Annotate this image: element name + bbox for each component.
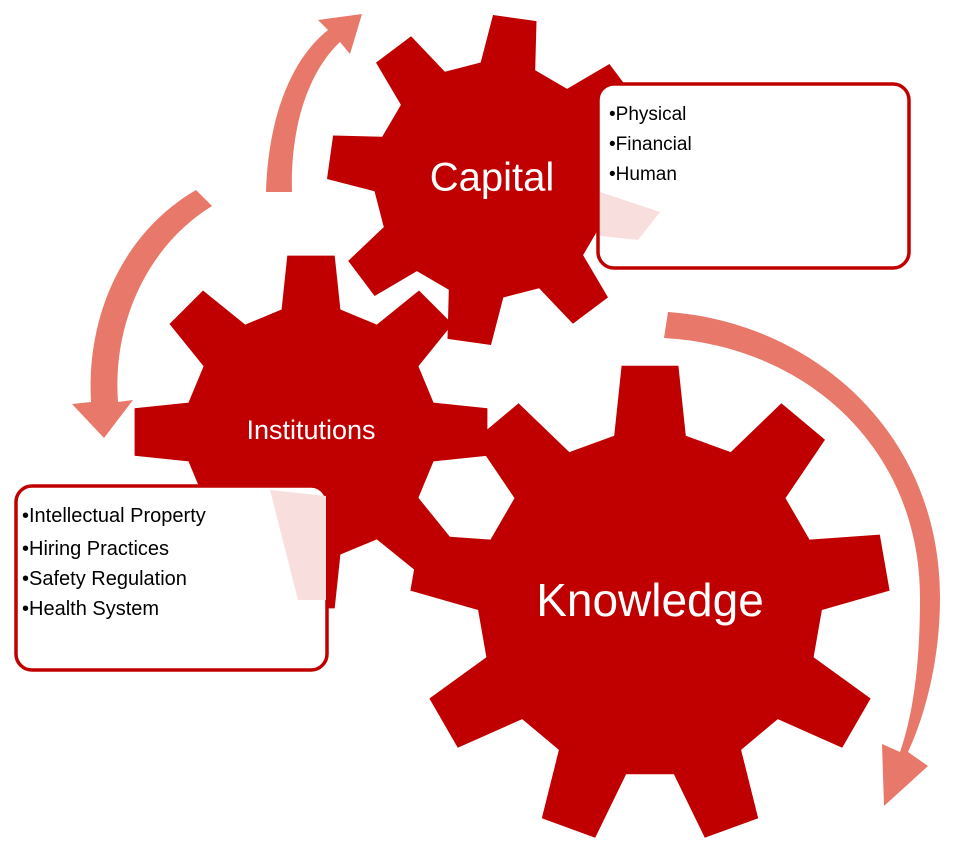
- capital-text-box: •Physical •Financial •Human: [596, 82, 911, 270]
- arrow-knowledge-cycle: [664, 312, 940, 806]
- capital-box-highlight: [600, 192, 660, 240]
- institutions-item-hiring: •Hiring Practices: [22, 538, 169, 560]
- cycle-arrows: [72, 14, 940, 806]
- capital-item-human: •Human: [609, 164, 677, 185]
- institutions-item-ip: •Intellectual Property: [22, 505, 206, 527]
- arrow-capital-to-institutions: [72, 190, 212, 438]
- institutions-text-box: •Intellectual Property •Hiring Practices…: [14, 484, 329, 672]
- capital-gear: [327, 15, 657, 345]
- capital-item-physical: •Physical: [609, 104, 686, 125]
- institutions-item-safety: •Safety Regulation: [22, 568, 187, 590]
- institutions-box-highlight: [270, 490, 326, 600]
- knowledge-gear: [410, 365, 890, 838]
- capital-label: Capital: [430, 156, 555, 200]
- institutions-item-health: •Health System: [22, 598, 159, 620]
- knowledge-label: Knowledge: [536, 574, 764, 626]
- institutions-label: Institutions: [246, 415, 375, 445]
- arrow-institutions-to-capital: [266, 14, 362, 192]
- gears: [134, 15, 890, 838]
- capital-box-frame: [596, 82, 911, 270]
- capital-item-financial: •Financial: [609, 134, 692, 155]
- institutions-box-frame: [14, 484, 329, 672]
